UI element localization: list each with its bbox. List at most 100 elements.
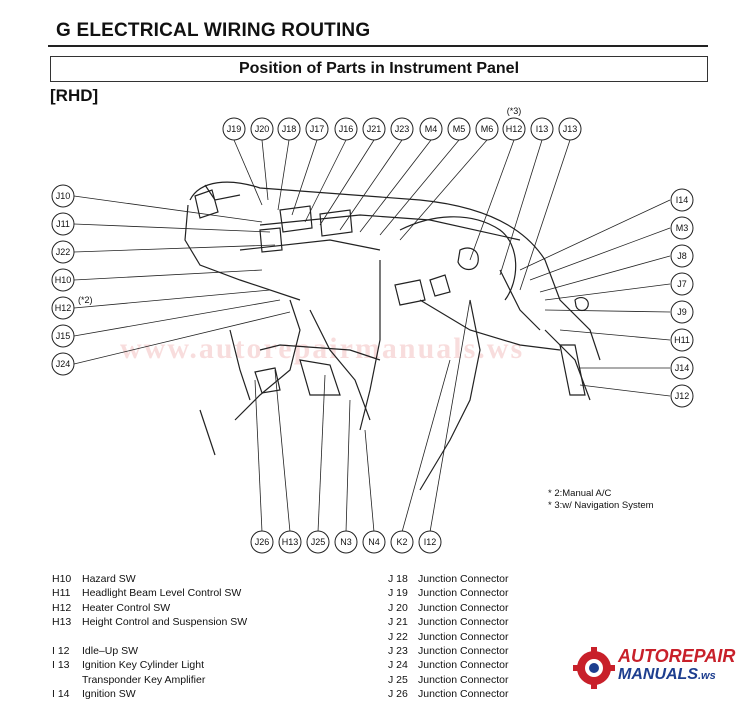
legend-code — [52, 630, 82, 644]
legend-name: Hazard SW — [82, 573, 136, 585]
legend-code: H12 — [52, 601, 72, 614]
callout-left-j10: J10 — [51, 184, 75, 208]
callout-top-m5: M5 — [447, 117, 471, 141]
callout-left-j22: J22 — [51, 240, 75, 264]
callout-bottom-k2: K2 — [390, 530, 414, 554]
legend-row: J 26 Junction Connector — [388, 687, 508, 701]
legend-code: J 20 — [388, 601, 408, 614]
legend-row: H11 Headlight Beam Level Control SW — [52, 586, 247, 600]
callout-label: H12 — [506, 124, 523, 134]
callout-label: N3 — [340, 537, 352, 547]
section-title: G ELECTRICAL WIRING ROUTING — [56, 20, 371, 41]
legend-code: H13 — [52, 616, 72, 629]
callout-top-m4: M4 — [419, 117, 443, 141]
callout-top-m6: M6 — [475, 117, 499, 141]
callout-label: J14 — [675, 363, 690, 373]
callout-label: M5 — [453, 124, 466, 134]
legend-name: Junction Connector — [418, 673, 509, 686]
legend-code: J 26 — [388, 688, 408, 701]
legend-code: J 23 — [388, 645, 408, 658]
callout-label: J11 — [56, 219, 70, 229]
legend-row: Transponder Key Amplifier — [52, 673, 247, 687]
legend-code: J 24 — [388, 659, 408, 672]
legend-code: J 25 — [388, 673, 408, 686]
callout-top-j16: J16 — [334, 117, 358, 141]
legend-name: Junction Connector — [418, 688, 509, 701]
callout-label: H13 — [282, 537, 299, 547]
legend-code: J 18 — [388, 573, 408, 585]
site-logo: AUTOREPAIR MANUALS.ws — [570, 644, 735, 692]
subtitle: Position of Parts in Instrument Panel — [238, 60, 520, 77]
callout-label: I14 — [676, 195, 689, 205]
callout-left-h12: H12 — [51, 296, 75, 320]
leader-lines — [73, 139, 671, 533]
callout-label: H10 — [55, 275, 72, 285]
callout-left-j11: J11 — [51, 212, 75, 236]
callout-label: J15 — [56, 331, 71, 341]
gear-icon — [573, 647, 615, 689]
logo-suffix: .ws — [698, 670, 716, 682]
legend-code: I 13 — [52, 659, 70, 672]
callout-label: J21 — [367, 124, 382, 134]
callout-right-j14: J14 — [670, 356, 694, 380]
callout-label: J8 — [677, 251, 687, 261]
callout-right-j9: J9 — [670, 300, 694, 324]
legend-name: Idle–Up SW — [82, 645, 139, 658]
callout-label: I13 — [536, 124, 549, 134]
logo-line2-text: MANUALS — [618, 666, 698, 683]
legend-name: Junction Connector — [418, 645, 509, 658]
legend-name: Height Control and Suspension SW — [82, 616, 248, 629]
legend-name: Junction Connector — [418, 587, 509, 600]
top-callouts: J19 J20 J18 J17 J16 J21 J23 M4 M5 M6 H12… — [222, 106, 582, 141]
legend-name: Ignition SW — [82, 688, 136, 701]
legend-row — [52, 630, 247, 644]
legend-name: Heater Control SW — [82, 601, 171, 614]
callout-label: J23 — [395, 124, 410, 134]
callout-label: J25 — [311, 537, 326, 547]
legend-row: H12 Heater Control SW — [52, 601, 247, 615]
callout-label: J9 — [677, 307, 687, 317]
callout-label: M3 — [676, 223, 689, 233]
legend-name: Headlight Beam Level Control SW — [82, 587, 242, 600]
callout-label: H11 — [674, 335, 690, 345]
callout-label: M4 — [425, 124, 438, 134]
callout-label: J22 — [56, 247, 71, 257]
callout-top-j21: J21 — [362, 117, 386, 141]
callout-label: H12 — [55, 303, 72, 313]
callout-right-j8: J8 — [670, 244, 694, 268]
legend-code: J 21 — [388, 616, 408, 629]
callout-top-j18: J18 — [277, 117, 301, 141]
callout-left-h10: H10 — [51, 268, 75, 292]
callout-label: I12 — [424, 537, 437, 547]
callout-label: J7 — [677, 279, 687, 289]
legend-code: H11 — [52, 587, 71, 600]
bottom-callouts: J26 H13 J25 N3 N4 K2 I12 — [250, 530, 442, 554]
callout-top-j23: J23 — [390, 117, 414, 141]
callout-top-j13: J13 — [558, 117, 582, 141]
legend-row: J 24 Junction Connector — [388, 658, 508, 672]
right-callouts: I14 M3 J8 J7 J9 H11 J14 J12 — [670, 188, 694, 408]
callout-left-j24: J24 — [51, 352, 75, 376]
instrument-panel-drawing — [184, 181, 601, 491]
callout-label: J19 — [227, 124, 242, 134]
callout-top-i13: I13 — [530, 117, 554, 141]
callout-right-i14: I14 — [670, 188, 694, 212]
logo-line1: AUTOREPAIR — [618, 646, 736, 666]
callout-left-j15: J15 — [51, 324, 75, 348]
legend-row: H13 Height Control and Suspension SW — [52, 615, 247, 629]
callout-bottom-n4: N4 — [362, 530, 386, 554]
footnote-navigation: * 3:w/ Navigation System — [548, 500, 654, 511]
legend-name: Junction Connector — [418, 659, 509, 672]
callout-bottom-j25: J25 — [306, 530, 330, 554]
